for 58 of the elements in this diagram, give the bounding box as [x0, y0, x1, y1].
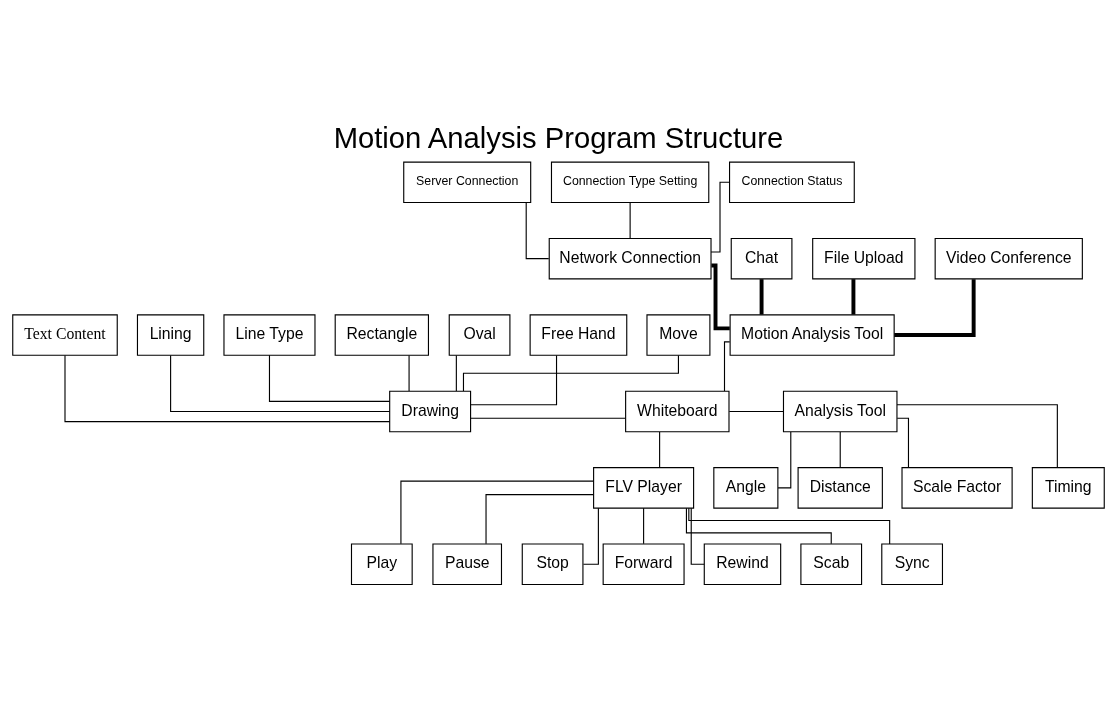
node-box: Angle: [713, 467, 779, 509]
node-box: Motion Analysis Tool: [729, 314, 895, 356]
connector: [64, 355, 391, 423]
connector: [170, 355, 391, 413]
connector: [759, 279, 764, 315]
node-box: Oval: [448, 314, 511, 356]
node-box: Chat: [730, 237, 793, 280]
node-box: Connection Status: [729, 161, 855, 204]
connector: [896, 404, 1058, 468]
connector: [582, 507, 599, 565]
connector: [894, 279, 976, 338]
connector: [485, 494, 594, 545]
node-box: Move: [646, 314, 711, 356]
connector: [851, 279, 856, 315]
connector: [643, 507, 645, 545]
node-box: Forward: [602, 543, 685, 586]
connector: [688, 507, 891, 545]
node-box: Whiteboard: [625, 390, 730, 433]
diagram-title: Motion Analysis Program Structure: [333, 122, 784, 155]
connector: [839, 431, 841, 468]
connector: [470, 417, 626, 419]
node-box: Play: [350, 543, 413, 586]
connector: [268, 354, 391, 402]
node-box: Pause: [432, 543, 503, 586]
node-box: Scale Factor: [901, 467, 1013, 509]
connector: [685, 507, 832, 545]
node-box: FLV Player: [593, 467, 695, 509]
node-box: Analysis Tool: [782, 390, 898, 433]
connector: [896, 417, 910, 468]
node-box: Line Type: [223, 314, 316, 356]
connector: [659, 431, 661, 468]
node-box: Lining: [136, 314, 205, 356]
node-box: Distance: [797, 467, 883, 509]
node-box: Connection Type Setting: [550, 161, 710, 204]
node-box: Network Connection: [548, 237, 712, 280]
node-box: Rewind: [703, 543, 782, 586]
connector: [629, 202, 631, 239]
node-box: Scab: [800, 543, 863, 586]
connector: [462, 354, 679, 392]
connector: [525, 202, 550, 260]
connector: [400, 480, 594, 545]
node-box: Drawing: [389, 390, 472, 433]
node-box: Video Conference: [934, 237, 1083, 280]
node-box: Free Hand: [529, 314, 628, 356]
node-box: File Upload: [812, 237, 916, 280]
node-box: Timing: [1031, 467, 1105, 509]
node-box: Sync: [881, 543, 943, 586]
connector: [728, 410, 784, 413]
node-box: Text Content: [12, 314, 118, 356]
connector: [723, 341, 731, 392]
connector: [711, 263, 730, 331]
connector: [408, 355, 410, 392]
connector: [470, 355, 558, 406]
connector: [455, 355, 457, 392]
node-box: Server Connection: [403, 161, 532, 204]
node-box: Stop: [521, 543, 584, 586]
node-box: Rectangle: [334, 314, 429, 356]
connector: [710, 181, 730, 253]
